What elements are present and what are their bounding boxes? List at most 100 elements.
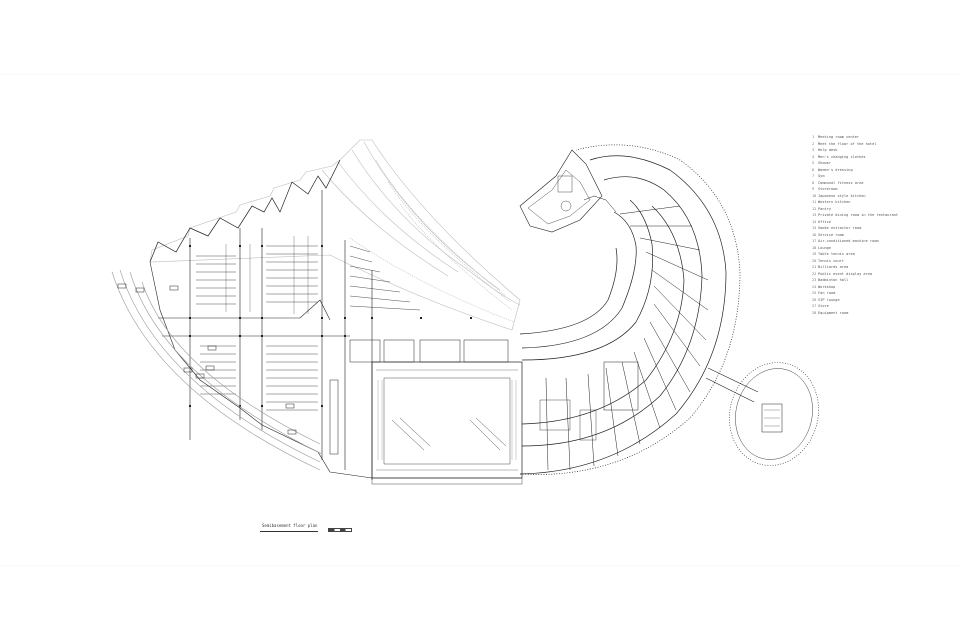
entry-ramps bbox=[111, 269, 323, 471]
legend-label: Billiards area bbox=[818, 265, 849, 269]
central-hall bbox=[329, 361, 523, 485]
legend-label: Fan room bbox=[818, 291, 836, 295]
legend-number: 25 bbox=[812, 291, 817, 295]
legend-number: 13 bbox=[812, 213, 817, 217]
legend-number: 15 bbox=[812, 226, 817, 230]
legend-label: Equipment room bbox=[818, 310, 849, 315]
oval-pavilion bbox=[705, 362, 819, 466]
sawtooth-roofline bbox=[149, 159, 341, 263]
legend-label: Workshop bbox=[818, 284, 836, 289]
legend-number: 23 bbox=[812, 278, 817, 282]
legend-label: Shower bbox=[818, 161, 831, 165]
legend-label: Storeroom bbox=[818, 187, 838, 191]
legend-label: Tennis court bbox=[818, 258, 844, 263]
legend-number: 22 bbox=[812, 271, 817, 276]
legend-label: Meeting room center bbox=[818, 135, 860, 139]
legend-number: 4 bbox=[812, 154, 815, 159]
spiral-building bbox=[519, 144, 741, 475]
legend-number: 7 bbox=[812, 174, 815, 178]
legend-label: Store bbox=[818, 304, 829, 308]
legend-number: 9 bbox=[812, 187, 815, 191]
legend-label: Japanese style kitchen bbox=[818, 193, 866, 198]
legend-label: Pantry bbox=[818, 206, 831, 211]
spiral-head bbox=[519, 149, 603, 233]
legend-label: Private dining room in the restaurant bbox=[818, 213, 899, 217]
legend-number: 16 bbox=[812, 232, 817, 237]
legend-label: Lounge bbox=[818, 245, 831, 250]
legend-label: Smoke extractor room bbox=[818, 226, 862, 230]
legend-label: Communal fitness area bbox=[818, 180, 864, 185]
legend-number: 28 bbox=[812, 310, 817, 315]
legend-number: 27 bbox=[812, 304, 817, 308]
legend-number: 8 bbox=[812, 180, 815, 185]
legend-label: Meet the floor of the hotel bbox=[818, 141, 877, 146]
legend-number: 6 bbox=[812, 167, 815, 172]
roof-canopy bbox=[149, 139, 521, 331]
legend-label: Western kitchen bbox=[818, 200, 851, 204]
legend-number: 14 bbox=[812, 219, 817, 224]
title-underline bbox=[260, 531, 318, 532]
legend-number: 24 bbox=[812, 284, 817, 289]
legend-label: Men's changing clothes bbox=[818, 154, 866, 159]
legend-label: Badminton hall bbox=[818, 278, 849, 282]
legend-number: 10 bbox=[812, 193, 817, 198]
legend-label: Table tennis area bbox=[818, 252, 855, 256]
legend-label: Public event display area bbox=[818, 271, 873, 276]
legend-number: 26 bbox=[812, 297, 817, 302]
cars bbox=[117, 283, 297, 435]
scale-bar bbox=[328, 528, 352, 532]
legend-label: VIP lounge bbox=[818, 297, 840, 302]
structural-columns bbox=[189, 245, 472, 407]
legend-number: 19 bbox=[812, 252, 817, 256]
legend-number: 17 bbox=[812, 239, 817, 243]
legend-label: Air-conditioned machine room bbox=[818, 239, 879, 243]
legend-number: 18 bbox=[812, 245, 817, 250]
legend-number: 5 bbox=[812, 161, 815, 165]
legend-number: 21 bbox=[812, 265, 817, 269]
plan-title: Semibasement floor plan bbox=[262, 523, 318, 528]
legend-label: Women's dressing bbox=[818, 167, 853, 172]
legend-label: Service room bbox=[818, 232, 844, 237]
legend-number: 11 bbox=[812, 200, 817, 204]
legend-label: Office bbox=[818, 219, 831, 224]
legend-number: 1 bbox=[812, 135, 815, 139]
legend-label: Help desk bbox=[818, 148, 838, 152]
legend-label: Gym bbox=[818, 174, 825, 178]
legend-number: 12 bbox=[812, 206, 817, 211]
legend-number: 20 bbox=[812, 258, 817, 263]
legend-number: 2 bbox=[812, 141, 815, 146]
legend-number: 3 bbox=[812, 148, 815, 152]
parking-block bbox=[149, 190, 509, 480]
